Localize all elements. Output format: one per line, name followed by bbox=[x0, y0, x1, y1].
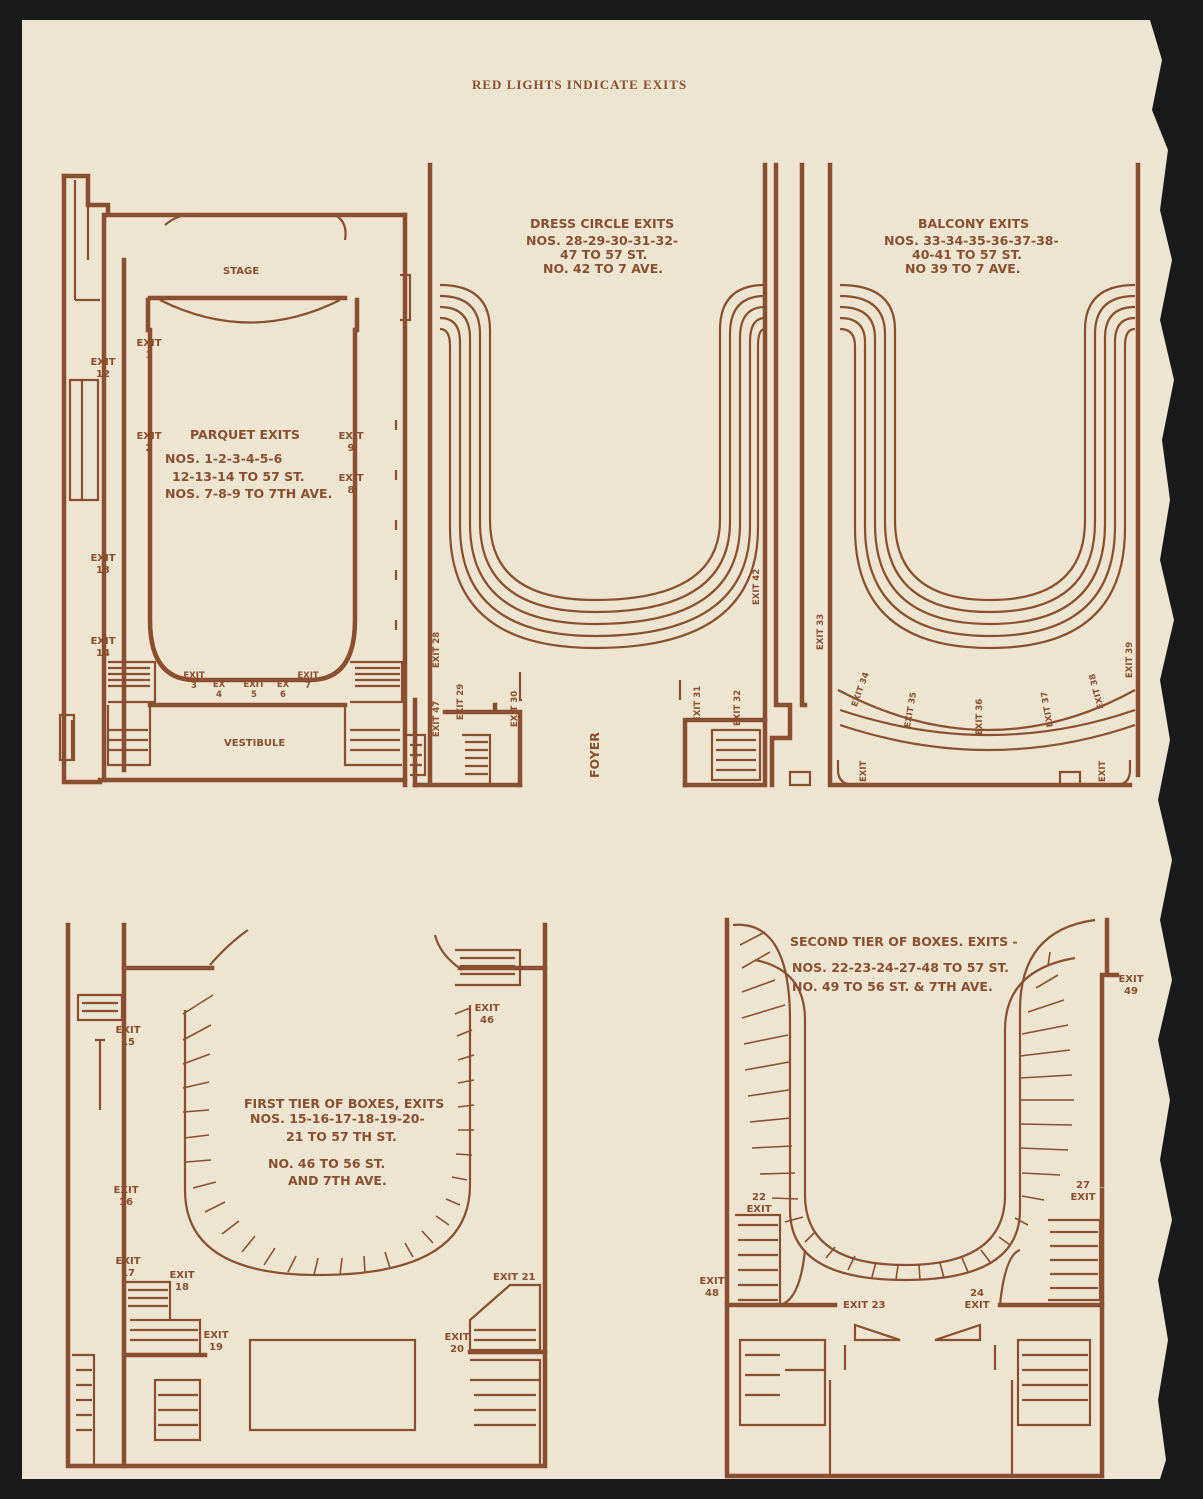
exit-12-label: EXIT 12 bbox=[90, 357, 116, 380]
exit-47-label: EXIT 47 bbox=[432, 700, 442, 737]
dress-circle-line-2: 47 TO 57 ST. bbox=[560, 247, 648, 262]
balcony-plan bbox=[769, 162, 1141, 788]
exit-6-label: EX 6 bbox=[276, 680, 290, 701]
exit-32-label: EXIT 32 bbox=[733, 689, 743, 726]
exit-33-label: EXIT 33 bbox=[816, 613, 826, 650]
exit-49-label: EXIT 49 bbox=[1118, 974, 1144, 997]
balcony-line-2: 40-41 TO 57 ST. bbox=[912, 247, 1022, 262]
first-tier-line-3: NO. 46 TO 56 ST. bbox=[268, 1156, 386, 1171]
first-tier-line-4: AND 7TH AVE. bbox=[288, 1173, 387, 1188]
exit-31-label: EXIT 31 bbox=[693, 685, 703, 722]
exit-15-label: EXIT 15 bbox=[115, 1025, 141, 1048]
parquet-plan bbox=[58, 173, 427, 788]
exit-14-label: EXIT 14 bbox=[90, 636, 116, 659]
first-tier-plan bbox=[65, 922, 548, 1469]
exit-46-label: EXIT 46 bbox=[474, 1003, 500, 1026]
exit-36-label: EXIT 36 bbox=[975, 698, 985, 735]
exit-16-label: EXIT 16 bbox=[113, 1185, 139, 1208]
exit-9-label: EXIT 9 bbox=[338, 431, 364, 454]
foyer-label: FOYER bbox=[587, 732, 602, 778]
second-tier-line-1: NOS. 22-23-24-27-48 TO 57 ST. bbox=[792, 960, 1009, 975]
exit-27-label: 27 EXIT bbox=[1070, 1180, 1096, 1203]
exit-28-label: EXIT 28 bbox=[432, 631, 442, 668]
page-header: RED LIGHTS INDICATE EXITS bbox=[472, 77, 688, 92]
exit-30-label: EXIT 30 bbox=[510, 690, 520, 727]
parquet-exits-title: PARQUET EXITS bbox=[190, 427, 300, 442]
exit-5-label: EXIT 5 bbox=[243, 680, 265, 701]
second-tier-title: SECOND TIER OF BOXES. EXITS - bbox=[790, 934, 1018, 949]
dress-circle-plan bbox=[412, 162, 768, 788]
parquet-exits-line-3: NOS. 7-8-9 TO 7TH AVE. bbox=[165, 486, 333, 501]
exit-18-label: EXIT 18 bbox=[169, 1270, 195, 1293]
parquet-exits-line-2: 12-13-14 TO 57 ST. bbox=[172, 469, 305, 484]
exit-21-label: EXIT 21 bbox=[493, 1272, 536, 1283]
exit-13-label: EXIT 13 bbox=[90, 553, 116, 576]
exit-3-label: EXIT 3 bbox=[183, 671, 205, 692]
balcony-line-1: NOS. 33-34-35-36-37-38- bbox=[884, 233, 1059, 248]
exit-22-label: 22 EXIT bbox=[746, 1192, 772, 1215]
exit-24-label: 24 EXIT bbox=[964, 1288, 990, 1311]
exit-1-label: EXIT 1 bbox=[136, 338, 162, 361]
exit-17-label: EXIT 17 bbox=[115, 1256, 141, 1279]
first-tier-line-1: NOS. 15-16-17-18-19-20- bbox=[250, 1111, 425, 1126]
stage-label: STAGE bbox=[223, 266, 260, 277]
exit-39-label: EXIT 39 bbox=[1125, 641, 1135, 678]
parquet-exits-line-1: NOS. 1-2-3-4-5-6 bbox=[165, 451, 283, 466]
exit-4-label: EX 4 bbox=[212, 680, 226, 701]
exit-balcony-right-label: EXIT bbox=[1098, 760, 1108, 782]
exit-23-label: EXIT 23 bbox=[843, 1300, 886, 1311]
dress-circle-title: DRESS CIRCLE EXITS bbox=[530, 216, 675, 231]
exit-20-label: EXIT 20 bbox=[444, 1332, 470, 1355]
first-tier-title: FIRST TIER OF BOXES, EXITS bbox=[244, 1096, 445, 1111]
exit-42-label: EXIT 42 bbox=[752, 568, 762, 605]
dress-circle-line-1: NOS. 28-29-30-31-32- bbox=[526, 233, 679, 248]
balcony-title: BALCONY EXITS bbox=[918, 216, 1030, 231]
second-tier-plan bbox=[724, 917, 1120, 1479]
dress-circle-line-3: NO. 42 TO 7 AVE. bbox=[543, 261, 664, 276]
second-tier-line-2: NO. 49 TO 56 ST. & 7TH AVE. bbox=[792, 979, 993, 994]
exit-48-label: EXIT 48 bbox=[699, 1276, 725, 1299]
exit-7-label: EXIT 7 bbox=[297, 671, 319, 692]
exit-19-label: EXIT 19 bbox=[203, 1330, 229, 1353]
exit-8-label: EXIT 8 bbox=[338, 473, 364, 496]
first-tier-line-2: 21 TO 57 TH ST. bbox=[286, 1129, 397, 1144]
balcony-line-3: NO 39 TO 7 AVE. bbox=[905, 261, 1021, 276]
exit-balcony-left-label: EXIT bbox=[859, 760, 869, 782]
exit-2-label: EXIT 2 bbox=[136, 431, 162, 454]
exit-29-label: EXIT 29 bbox=[456, 683, 466, 720]
vestibule-label: VESTIBULE bbox=[224, 738, 286, 749]
